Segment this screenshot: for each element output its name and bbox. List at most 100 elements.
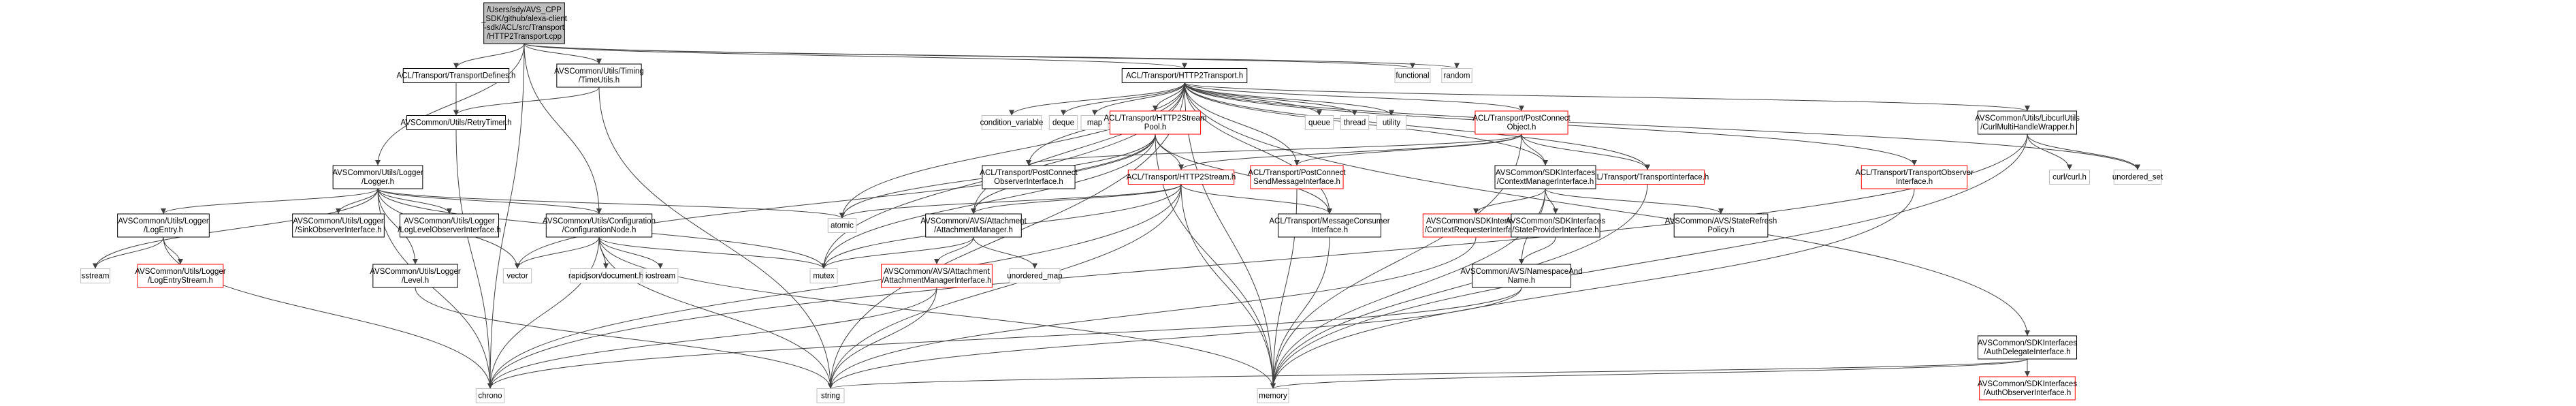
node-contextmanager[interactable]: AVSCommon/SDKInterfaces/ContextManagerIn… (1494, 165, 1596, 189)
node-thread-box (1340, 115, 1370, 130)
edge-attachmentmanagerif-to-chrono (487, 287, 937, 389)
node-functional-box (1394, 68, 1431, 83)
node-timeutils[interactable]: AVSCommon/Utils/Timing/TimeUtils.h (554, 63, 644, 88)
node-root[interactable]: /Users/sdy/AVS_CPP_SDK/github/alexa-clie… (481, 2, 568, 44)
node-streampool-box (1109, 110, 1202, 135)
node-transportinterface[interactable]: ACL/Transport/TransportInterface.h (1586, 170, 1709, 185)
node-pcsendmessage[interactable]: ACL/Transport/PostConnectSendMessageInte… (1248, 165, 1347, 189)
edge-contextmanager-to-staterefresh (1545, 188, 1724, 215)
node-unorderedmap-label-line-0: unordered_map (1007, 272, 1062, 281)
edge-logger-to-atomic (377, 188, 845, 219)
node-attachmentmanagerif[interactable]: AVSCommon/AVS/Attachment/AttachmentManag… (881, 264, 993, 288)
edge-configurationnode-to-string (598, 236, 833, 389)
node-sinkobserver[interactable]: AVSCommon/Utils/Logger/SinkObserverInter… (292, 213, 385, 238)
node-rapidjson-label-line-0: rapidjson/document.h (568, 272, 643, 281)
edge-attachmentmanager-to-unorderedmap (973, 236, 1037, 269)
node-vector-box (502, 268, 532, 283)
node-level[interactable]: AVSCommon/Utils/Logger/Level.h (370, 264, 461, 288)
node-curl: curl/curl.h (2048, 170, 2091, 185)
node-transportdefines[interactable]: ACL/Transport/TransportDefines.h (397, 68, 516, 83)
node-attachmentmanagerif-label-line-0: AVSCommon/AVS/Attachment (884, 268, 990, 276)
node-configurationnode[interactable]: AVSCommon/Utils/Configuration/Configurat… (543, 213, 656, 238)
edge-postconnectobject-to-http2stream (1178, 134, 1522, 170)
node-postconnectobject-box (1475, 110, 1568, 135)
edge-http2transport-to-condvar (1009, 82, 1185, 116)
node-streampool-label-line-1: Pool.h (1144, 123, 1167, 131)
node-authdelegate[interactable]: AVSCommon/SDKInterfaces/AuthDelegateInte… (1978, 335, 2077, 360)
edge-http2transport-to-queue (1184, 82, 1322, 116)
edge-logger-to-logentry (161, 188, 379, 215)
edge-streampool-to-http2stream (1155, 134, 1184, 170)
edge-postconnectobject-to-contextmanager (1521, 134, 1548, 166)
node-transportobserver[interactable]: ACL/Transport/TransportObserverInterface… (1855, 165, 1974, 189)
node-logentry-box (117, 213, 210, 238)
node-authdelegate-label-line-1: /AuthDelegateInterface.h (1984, 348, 2070, 356)
node-stateprovider[interactable]: AVSCommon/SDKInterfaces/StateProviderInt… (1506, 213, 1605, 238)
node-transportobserver-label-line-0: ACL/Transport/TransportObserver (1855, 169, 1974, 177)
node-logger[interactable]: AVSCommon/Utils/Logger/Logger.h (332, 165, 423, 189)
node-attachmentmanager[interactable]: AVSCommon/AVS/Attachment/AttachmentManag… (920, 213, 1027, 238)
node-level-label-line-0: AVSCommon/Utils/Logger (370, 268, 461, 276)
edge-curlmulti-to-unorderedset (2027, 134, 2140, 170)
node-logger-label-line-1: /Logger.h (361, 178, 394, 186)
node-transportdefines-label-line-0: ACL/Transport/TransportDefines.h (397, 72, 516, 80)
node-attachmentmanager-box (925, 213, 1022, 238)
node-authobserver[interactable]: AVSCommon/SDKInterfaces/AuthObserverInte… (1978, 376, 2077, 401)
node-level-box (372, 264, 458, 288)
node-http2transport[interactable]: ACL/Transport/HTTP2Transport.h (1121, 68, 1248, 83)
edge-retrytimer-to-chrono (455, 129, 493, 389)
edge-configurationnode-to-memory (598, 236, 1276, 389)
node-unorderedset-label-line-0: unordered_set (2112, 174, 2163, 182)
node-postconnectobject-label-line-0: ACL/Transport/PostConnect (1472, 114, 1571, 123)
node-timeutils-label-line-0: AVSCommon/Utils/Timing (554, 67, 644, 76)
node-pcsendmessage-box (1250, 165, 1344, 189)
edges-layer (93, 43, 2140, 389)
node-random: random (1441, 68, 1472, 83)
node-logentry[interactable]: AVSCommon/Utils/Logger/LogEntry.h (117, 213, 210, 238)
node-thread-label-line-0: thread (1344, 119, 1366, 127)
node-rapidjson-box (570, 268, 642, 283)
edge-timeutils-to-retrytimer (453, 87, 600, 116)
node-string-box (816, 388, 845, 403)
node-configurationnode-label-line-0: AVSCommon/Utils/Configuration (543, 217, 656, 225)
edge-stateprovider-to-namespaceandname (1519, 236, 1556, 265)
edge-http2transport-to-deque (1061, 82, 1185, 116)
node-pcobserver[interactable]: ACL/Transport/PostConnectObserverInterfa… (980, 165, 1078, 189)
node-contextmanager-box (1494, 165, 1596, 189)
node-curlmulti[interactable]: AVSCommon/Utils/LibcurlUtils/CurlMultiHa… (1975, 110, 2080, 135)
node-atomic-label-line-0: atomic (831, 222, 854, 230)
edge-namespaceandname-to-string (828, 287, 1522, 389)
edge-streampool-to-mutex (821, 134, 1156, 269)
edge-http2transport-to-postconnectobject (1184, 82, 1524, 112)
edge-http2transport-to-authdelegate (1184, 82, 2030, 337)
edge-transportobserver-to-memory (1270, 188, 1915, 389)
node-staterefresh-label-line-1: Policy.h (1707, 226, 1734, 234)
edge-postconnectobject-to-pcobserver (1026, 134, 1522, 166)
edge-logger-to-sstream (93, 188, 379, 269)
node-memory-box (1257, 388, 1289, 403)
node-retrytimer[interactable]: AVSCommon/Utils/RetryTimer.h (401, 115, 512, 130)
edge-curlmulti-to-memory (1270, 134, 2028, 389)
node-utility-label-line-0: utility (1383, 119, 1400, 127)
edge-root-to-timeutils (524, 43, 602, 65)
node-root-label-line-0: /Users/sdy/AVS_CPP (487, 6, 562, 14)
node-map: map (1080, 115, 1109, 130)
node-utility-box (1376, 115, 1406, 130)
node-loglevelobserver[interactable]: AVSCommon/Utils/Logger/LogLevelObserverI… (398, 213, 501, 238)
node-http2stream[interactable]: ACL/Transport/HTTP2Stream.h (1127, 170, 1236, 185)
node-logentrystream[interactable]: AVSCommon/Utils/Logger/LogEntryStream.h (135, 264, 226, 288)
edge-logentry-to-logentrystream (163, 236, 183, 265)
node-retrytimer-box (406, 115, 506, 130)
node-sstream-label-line-0: sstream (82, 272, 110, 281)
node-pcobserver-box (982, 165, 1076, 189)
node-logger-label-line-0: AVSCommon/Utils/Logger (332, 169, 423, 177)
edge-http2transport-to-messageconsumer (1184, 82, 1332, 215)
node-contextmanager-label-line-0: AVSCommon/SDKInterfaces (1496, 169, 1595, 177)
edge-root-to-transportdefines (453, 43, 525, 69)
